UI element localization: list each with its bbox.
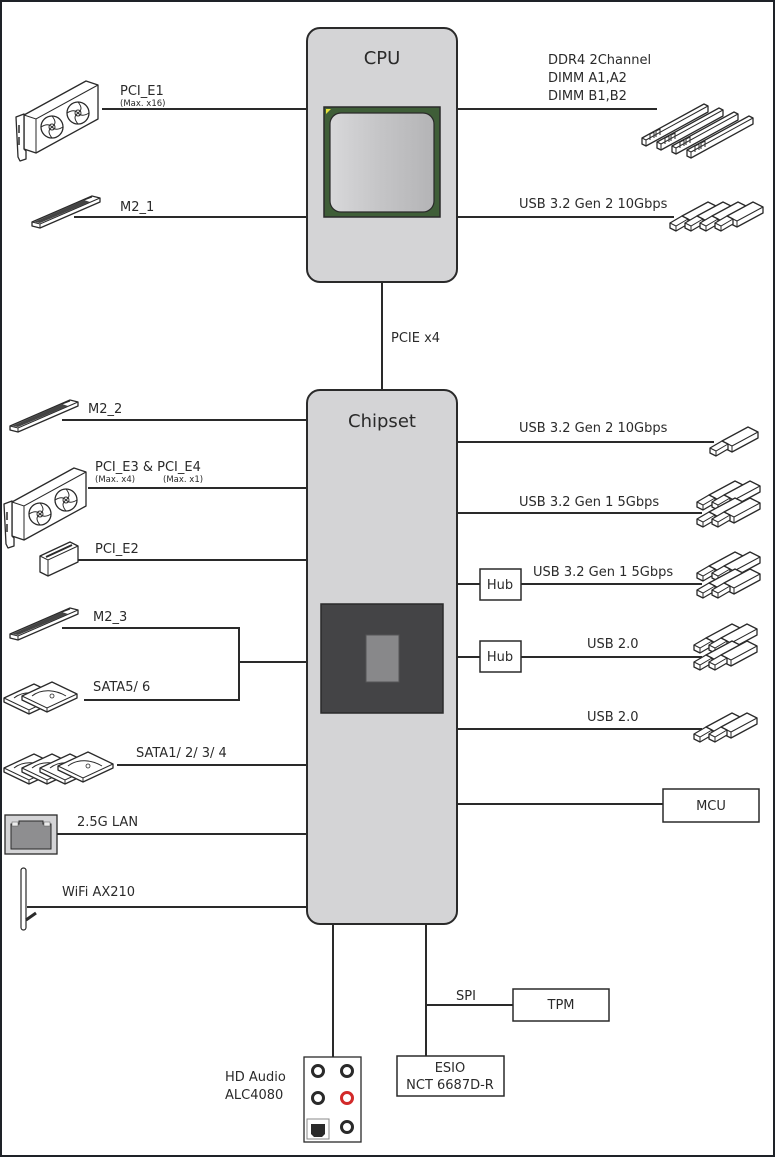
chipset-link-usb2-a: Hub USB 2.0 <box>457 623 758 673</box>
sata56-label: SATA5/ 6 <box>93 680 150 695</box>
pci-e1-label: PCI_E1 <box>120 84 164 99</box>
antenna-icon <box>20 867 37 931</box>
esio-label-line1: ESIO <box>435 1061 466 1076</box>
m2-ssd-icon <box>9 607 79 641</box>
chipset-title: Chipset <box>348 411 416 432</box>
chipset-usb-gen2-label: USB 3.2 Gen 2 10Gbps <box>519 421 668 436</box>
chipset-usb2-b-label: USB 2.0 <box>587 710 639 725</box>
chipset-link-m2-3-sata56: M2_3 SATA5/ 6 <box>3 607 307 715</box>
m2-3-label: M2_3 <box>93 610 127 625</box>
cpu-title: CPU <box>364 48 401 69</box>
chipset-link-m2-2: M2_2 <box>9 399 307 433</box>
chipset-link-sata1234: SATA1/ 2/ 3/ 4 <box>3 746 307 785</box>
chipset-usb2-a-label: USB 2.0 <box>587 637 639 652</box>
cpu-heatspreader <box>329 112 435 213</box>
tpm-label: TPM <box>547 998 575 1013</box>
cpu-link-ddr4: DDR4 2Channel DIMM A1,A2 DIMM B1,B2 <box>457 53 754 159</box>
chipset-link-wifi: WiFi AX210 <box>20 867 307 931</box>
wifi-label: WiFi AX210 <box>62 885 135 900</box>
pci-e1-sublabel: (Max. x16) <box>120 99 165 109</box>
chipset-link-usb-gen1-b: Hub USB 3.2 Gen 1 5Gbps <box>457 551 761 601</box>
usb-stick-icon-group <box>696 551 761 599</box>
cpu-link-pci-e1: PCI_E1 (Max. x16) <box>15 80 307 162</box>
usb-stick-icon <box>709 426 759 457</box>
chipset-link-pci-e3-e4: PCI_E3 & PCI_E4 (Max. x4) (Max. x1) <box>3 460 307 549</box>
hub-label: Hub <box>487 578 513 593</box>
chipset-die <box>365 634 400 683</box>
spi-label: SPI <box>456 989 476 1004</box>
lan-label: 2.5G LAN <box>77 815 138 830</box>
pci-e4-sublabel: (Max. x1) <box>163 475 203 485</box>
chipset-link-usb-gen2: USB 3.2 Gen 2 10Gbps <box>457 421 759 457</box>
chipset-link-pci-e2: PCI_E2 <box>39 541 307 577</box>
cpu-link-m2-1: M2_1 <box>31 195 307 229</box>
chipset-link-lan: 2.5G LAN <box>4 814 307 855</box>
pcie-uplink-label: PCIE x4 <box>391 331 440 346</box>
m2-1-label: M2_1 <box>120 200 154 215</box>
dimm-memory-icon <box>641 103 754 159</box>
audio-jacks-icon <box>303 1056 362 1143</box>
chipset-link-mcu: MCU <box>457 788 760 823</box>
tpm-box <box>512 988 610 1022</box>
ddr4-label-line2: DIMM A1,A2 <box>548 71 627 86</box>
chipset-usb-gen1-a-label: USB 3.2 Gen 1 5Gbps <box>519 495 659 510</box>
graphics-card-icon <box>15 80 99 162</box>
m2-ssd-icon <box>9 399 79 433</box>
hard-drive-icon-group <box>3 681 78 715</box>
cpu-link-usb-gen2: USB 3.2 Gen 2 10Gbps <box>457 197 764 232</box>
usb-stick-icon-group <box>693 712 758 743</box>
chipset-usb-gen1-b-label: USB 3.2 Gen 1 5Gbps <box>533 565 673 580</box>
usb-stick-icon-group <box>669 201 764 232</box>
ddr4-label-line1: DDR4 2Channel <box>548 53 651 68</box>
ethernet-port-icon <box>4 814 58 855</box>
audio-label-line1: HD Audio <box>225 1070 286 1085</box>
m2-2-label: M2_2 <box>88 402 122 417</box>
chipset-link-esio: SPI TPM ESIO NCT 6687D-R <box>396 924 610 1097</box>
esio-label-line2: NCT 6687D-R <box>406 1078 494 1093</box>
chipset-link-usb-gen1-a: USB 3.2 Gen 1 5Gbps <box>457 480 761 528</box>
esio-box <box>396 1055 505 1097</box>
sata1234-label: SATA1/ 2/ 3/ 4 <box>136 746 227 761</box>
usb-stick-icon-group <box>696 480 761 528</box>
mcu-box <box>662 788 760 823</box>
usb-stick-icon-group <box>693 623 758 671</box>
audio-label-line2: ALC4080 <box>225 1088 283 1103</box>
pci-e2-label: PCI_E2 <box>95 542 139 557</box>
graphics-card-icon <box>3 467 87 549</box>
cpu-pin1-marker <box>326 109 331 114</box>
chipset-link-usb2-b: USB 2.0 <box>457 710 758 743</box>
pcie-slot-icon <box>39 541 79 577</box>
chipset-link-audio: HD Audio ALC4080 <box>225 924 362 1143</box>
mcu-label: MCU <box>696 799 726 814</box>
ddr4-label-line3: DIMM B1,B2 <box>548 89 627 104</box>
hub-label: Hub <box>487 650 513 665</box>
pci-e3-e4-label: PCI_E3 & PCI_E4 <box>95 460 201 475</box>
hard-drive-icon-group <box>3 751 114 785</box>
cpu-usb-gen2-label: USB 3.2 Gen 2 10Gbps <box>519 197 668 212</box>
m2-ssd-icon <box>31 195 101 229</box>
pci-e3-sublabel: (Max. x4) <box>95 475 135 485</box>
